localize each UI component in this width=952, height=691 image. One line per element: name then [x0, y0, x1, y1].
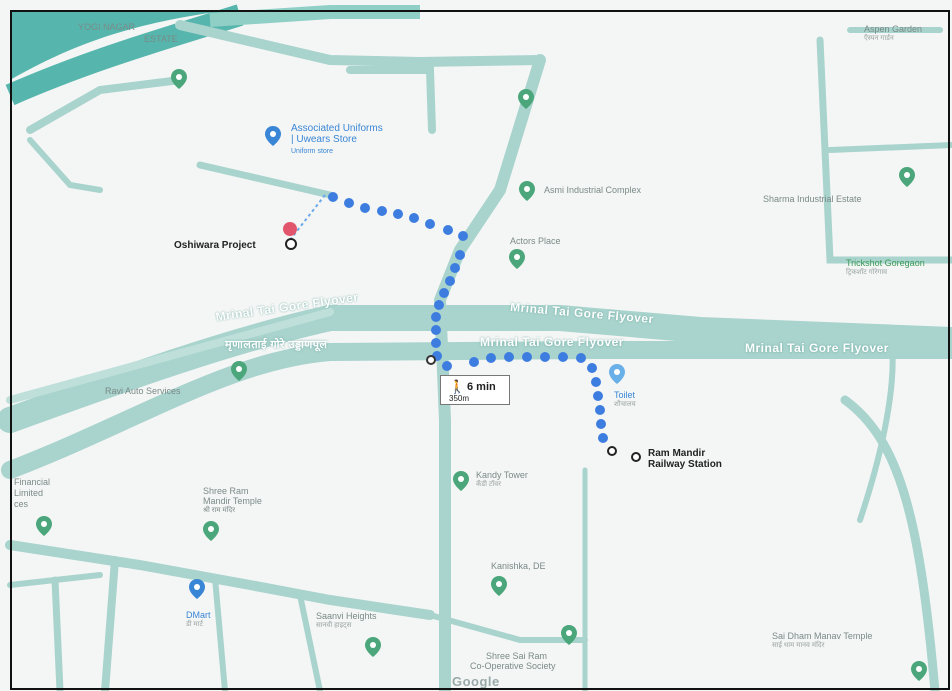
place-label-financial-1: Financial [14, 477, 51, 487]
dmart-pin-icon[interactable] [188, 578, 206, 600]
road-label-flyover: Mrinal Tai Gore Flyover [480, 335, 624, 349]
store-pin-icon[interactable] [264, 125, 282, 147]
place-pin-icon[interactable] [910, 660, 928, 682]
walking-person-icon: 🚶 [449, 379, 466, 394]
place-pin-icon[interactable] [508, 248, 526, 270]
road-label-flyover-hindi: मृणालताई गोरे उड्डाणपूल [225, 339, 328, 351]
toilet-pin-icon[interactable] [608, 363, 626, 385]
place-label-kanishka[interactable]: Kanishka, DE [491, 561, 546, 571]
route-origin-label[interactable]: Oshiwara Project [174, 240, 256, 251]
place-pin-icon[interactable] [364, 636, 382, 658]
place-pin-icon[interactable] [170, 68, 188, 90]
place-label-actors-place[interactable]: Actors Place [510, 236, 561, 246]
road-label-flyover: Mrinal Tai Gore Flyover [745, 341, 889, 355]
place-label-yogi-nagar: YOGI NAGAR [78, 22, 136, 32]
place-pin-icon[interactable] [518, 180, 536, 202]
origin-marker-icon[interactable] [285, 238, 297, 250]
route-end-marker-icon [607, 446, 617, 456]
walk-duration: 6 min [467, 381, 496, 393]
walking-route [328, 192, 608, 443]
walking-time-badge[interactable]: 🚶 6 min 350m [440, 375, 510, 405]
destination-pin-icon[interactable] [283, 222, 297, 236]
place-label-auto-services[interactable]: Ravi Auto Services [105, 386, 181, 396]
route-destination-label-line1[interactable]: Ram Mandir [648, 448, 706, 459]
place-label-shree-ram-2[interactable]: Mandir Temple [203, 496, 262, 506]
place-label-asmi[interactable]: Asmi Industrial Complex [544, 185, 642, 195]
place-label-financial-2: Limited [14, 488, 44, 498]
temple-pin-icon[interactable] [202, 520, 220, 542]
place-label-shree-ram-sub: श्री राम मंदिर [203, 507, 236, 514]
place-pin-icon[interactable] [490, 575, 508, 597]
place-label-associated-uniforms[interactable]: Associated Uniforms [291, 123, 383, 134]
walk-distance: 350m [449, 394, 470, 403]
google-attribution: Google [452, 674, 500, 689]
place-pin-icon[interactable] [560, 624, 578, 646]
place-label-sharma[interactable]: Sharma Industrial Estate [763, 194, 862, 204]
route-destination-label-line2[interactable]: Railway Station [648, 459, 722, 470]
place-label-financial-3: ces [14, 499, 29, 509]
place-label-sai-ram-2[interactable]: Co-Operative Society [470, 661, 556, 671]
place-pin-icon[interactable] [517, 88, 535, 110]
place-label-yogi-nagar-estate: ESTATE [144, 34, 178, 44]
place-label-sai-ram-1[interactable]: Shree Sai Ram [486, 651, 548, 661]
map-frame-border [10, 10, 950, 690]
place-label-uwears-store[interactable]: | Uwears Store [291, 134, 357, 145]
place-label-uniform-store: Uniform store [291, 148, 334, 155]
place-pin-icon[interactable] [898, 166, 916, 188]
place-label-shree-ram-1[interactable]: Shree Ram [203, 486, 249, 496]
place-pin-icon[interactable] [230, 360, 248, 382]
place-pin-icon[interactable] [35, 515, 53, 537]
station-marker-icon[interactable] [631, 452, 641, 462]
place-pin-icon[interactable] [452, 470, 470, 492]
